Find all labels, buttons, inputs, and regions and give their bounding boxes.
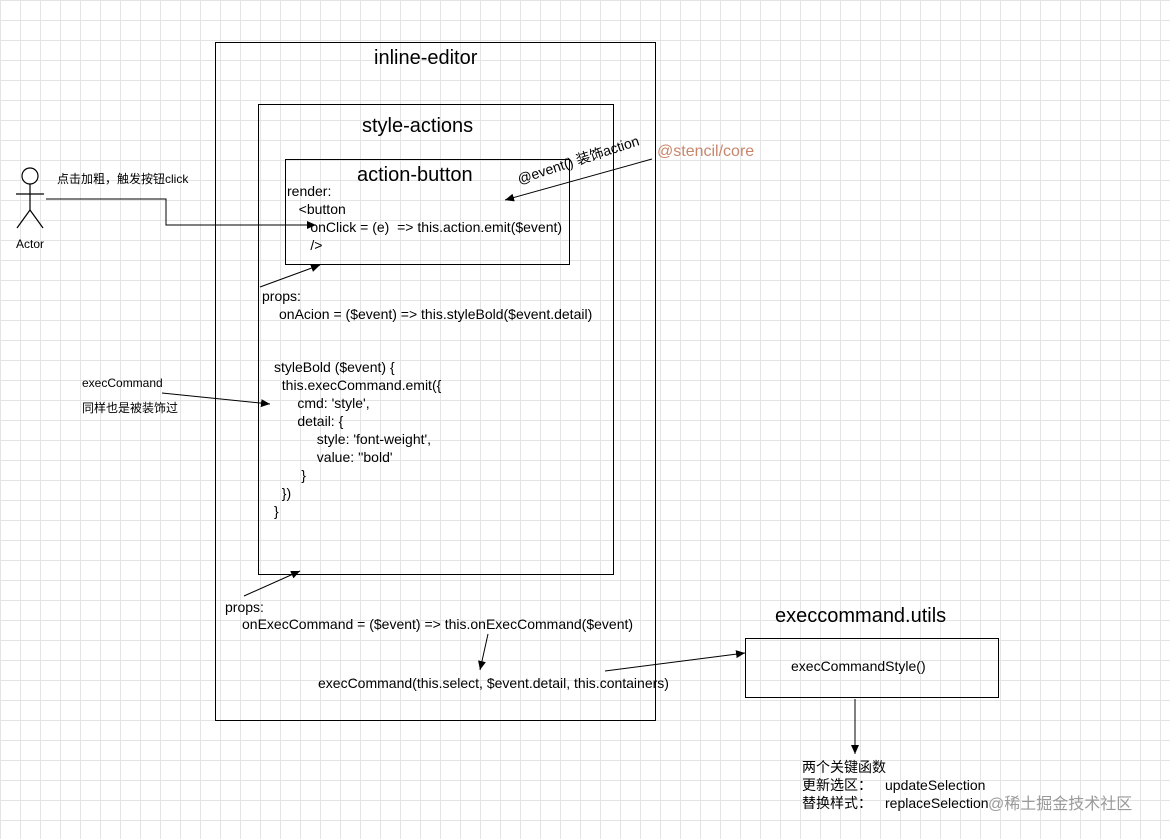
exec-command-call: execCommand(this.select, $event.detail, … <box>318 675 669 691</box>
utils-box <box>745 638 999 698</box>
utils-desc-title: 两个关键函数 <box>802 759 886 775</box>
utils-replace-label: 替换样式： <box>802 795 872 811</box>
click-note: 点击加粗，触发按钮click <box>57 172 189 186</box>
on-exec-to-exec-call-arrow <box>478 633 489 671</box>
action-button-code-line-2: <button <box>287 201 346 217</box>
style-actions-props-line: onAcion = ($event) => this.styleBold($ev… <box>279 306 593 322</box>
props-to-style-actions-arrow <box>243 570 301 597</box>
style-actions-props-label: props: <box>262 288 301 304</box>
stencil-to-action-button-arrow <box>504 158 653 202</box>
style-bold-code-line-3: cmd: 'style', <box>274 395 370 411</box>
inline-editor-box <box>215 42 656 721</box>
action-button-code-line-3: onClick = (e) => this.action.emit($event… <box>287 219 563 235</box>
exec-note-to-style-bold-arrow <box>161 392 271 408</box>
style-bold-code-line-9: } <box>274 503 279 519</box>
utils-function: execCommandStyle() <box>791 658 926 674</box>
utils-update-label: 更新选区： <box>802 777 872 793</box>
action-button-box <box>285 159 570 265</box>
style-bold-code-line-2: this.execCommand.emit({ <box>274 377 442 393</box>
exec-command-note-sub: 同样也是被装饰过 <box>82 401 179 415</box>
style-bold-code-line-1: styleBold ($event) { <box>274 359 395 375</box>
actor-figure-icon <box>16 167 44 229</box>
style-bold-code-line-4: detail: { <box>274 413 344 429</box>
action-button-title: action-button <box>357 164 473 186</box>
actor-label: Actor <box>16 237 45 251</box>
watermark: @稀土掘金技术社区 <box>988 796 1133 813</box>
inline-editor-props-label: props: <box>225 599 264 615</box>
action-button-code-line-4: /> <box>287 237 323 253</box>
inline-editor-title: inline-editor <box>374 47 478 69</box>
utils-title: execcommand.utils <box>775 605 947 627</box>
props-to-action-button-arrow <box>259 264 321 288</box>
style-bold-code-line-7: } <box>274 467 306 483</box>
actor-to-button-arrow <box>46 198 316 229</box>
utils-replace-fn: replaceSelection <box>885 795 989 811</box>
inline-editor-props-line: onExecCommand = ($event) => this.onExecC… <box>242 616 634 632</box>
style-bold-code-line-6: value: ''bold' <box>274 449 393 465</box>
utils-update-fn: updateSelection <box>885 777 986 793</box>
stencil-core-label: @stencil/core <box>657 143 755 160</box>
style-bold-code-line-5: style: 'font-weight', <box>274 431 432 447</box>
style-actions-title: style-actions <box>362 115 474 137</box>
action-button-code-line-1: render: <box>287 183 332 199</box>
style-bold-code-line-8: }) <box>274 485 292 501</box>
style-actions-box <box>258 104 614 575</box>
exec-call-to-utils-arrow <box>604 650 746 672</box>
exec-command-note-title: execCommand <box>82 376 163 390</box>
